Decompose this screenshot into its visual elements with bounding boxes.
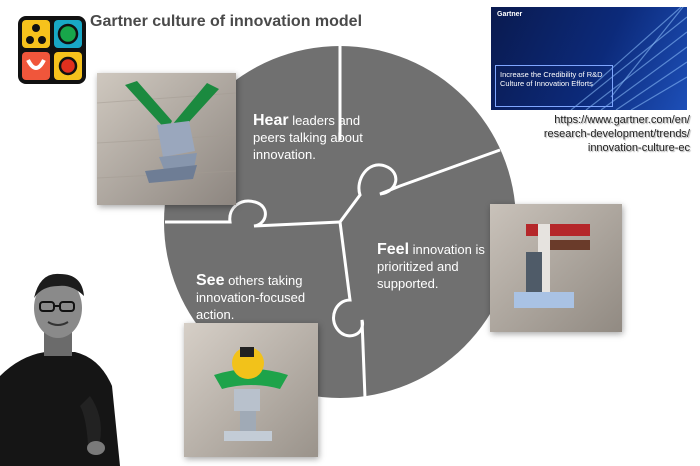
lego-photo-hear	[97, 73, 236, 205]
gartner-report-thumbnail[interactable]: Gartner Increase the Credibility of R&D …	[491, 7, 687, 110]
puzzle-seams	[165, 46, 501, 399]
url-line: innovation-culture-ec	[587, 142, 690, 154]
see-rest: others taking innovation-focused action.	[196, 273, 306, 322]
feel-bold: Feel	[377, 241, 410, 258]
banner-headline: Increase the Credibility of R&D Culture …	[500, 70, 603, 88]
presenter-photo	[0, 273, 120, 466]
url-line: https://www.gartner.com/en/	[554, 114, 690, 126]
light-streak-graphic	[570, 7, 687, 110]
hear-rest: leaders and peers talking about innovati…	[253, 113, 363, 162]
innovation-logo-icon	[18, 16, 86, 84]
hear-bold: Hear	[253, 112, 289, 129]
lego-photo-see	[184, 323, 318, 457]
lego-photo-feel	[490, 204, 622, 332]
source-url[interactable]: https://www.gartner.com/en/ research-dev…	[494, 113, 690, 155]
page-title: Gartner culture of innovation model	[90, 13, 363, 30]
see-bold: See	[196, 272, 225, 289]
banner-headline-frame	[495, 65, 613, 107]
hear-text: Hear leaders and peers talking about inn…	[253, 112, 383, 163]
banner-brand: Gartner	[497, 11, 523, 18]
url-line: research-development/trends/	[543, 128, 690, 140]
feel-text: Feel innovation is prioritized and suppo…	[377, 241, 497, 292]
feel-rest: innovation is prioritized and supported.	[377, 242, 485, 291]
see-text: See others taking innovation-focused act…	[196, 272, 346, 323]
